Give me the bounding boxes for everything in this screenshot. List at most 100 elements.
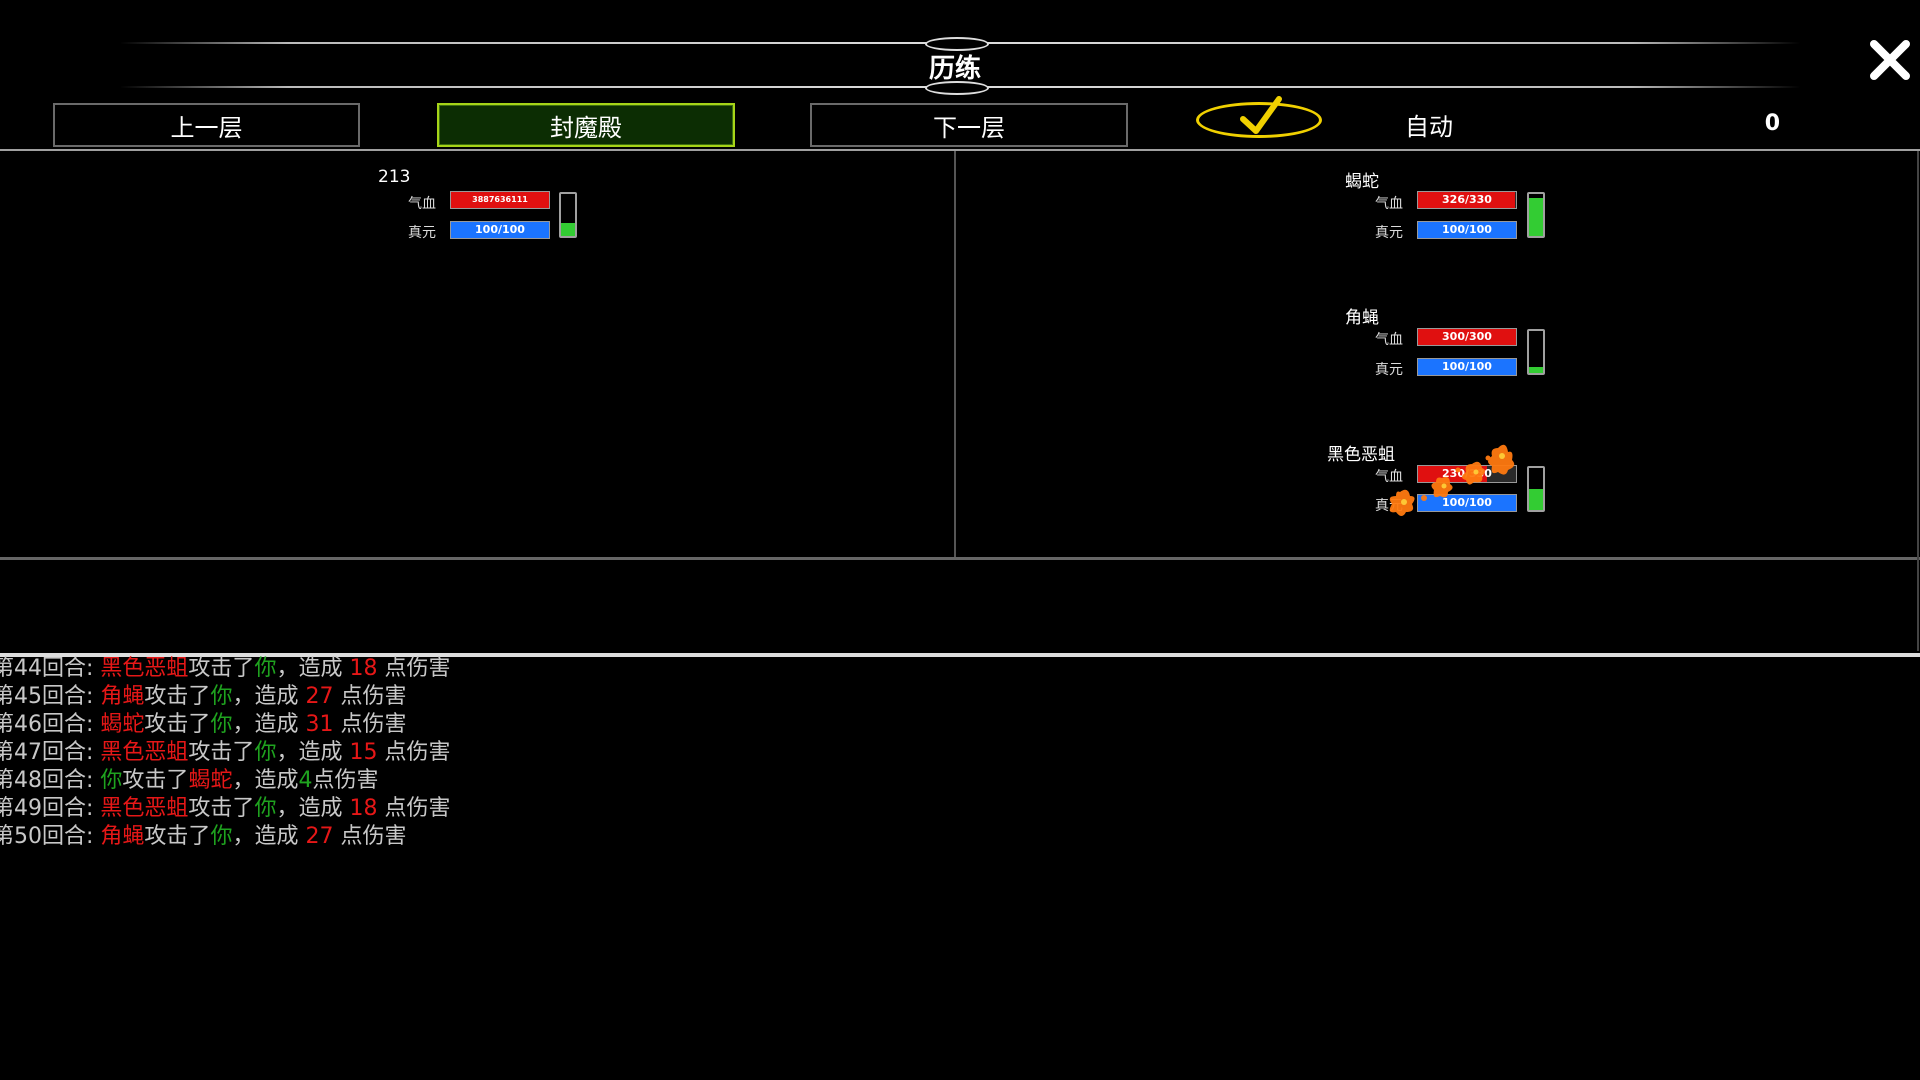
log-top-border (0, 653, 1920, 657)
fire-splash-effect (1389, 444, 1515, 516)
log-segment: 你 (210, 712, 233, 737)
log-segment: 第46回合: (0, 712, 101, 737)
enemy-action-gauge-fill (1529, 366, 1543, 373)
auto-toggle[interactable] (1196, 96, 1322, 138)
enemy-mp-text: 100/100 (1442, 223, 1492, 236)
enemy-mp-label: 真元 (1375, 362, 1403, 378)
log-segment: 15 (349, 740, 378, 765)
log-segment: 31 (305, 712, 334, 737)
log-segment: 27 (305, 824, 334, 849)
enemy-name: 黑色恶蛆 (1327, 445, 1395, 465)
turn-counter: 0 (1764, 111, 1780, 136)
log-segment: 点伤害 (377, 656, 451, 681)
enemy-mp-text: 100/100 (1442, 496, 1492, 509)
log-segment: 点伤害 (333, 824, 407, 849)
player-hp-bar: 3887636111 (450, 191, 550, 209)
log-segment: 第47回合: (0, 740, 101, 765)
page-title: 历练 (928, 54, 981, 84)
player-mp-fill (451, 222, 549, 238)
log-segment: ，造成 (276, 796, 350, 821)
battle-area-divider (954, 151, 956, 558)
log-segment: ，造成 (276, 656, 350, 681)
player-action-gauge (559, 192, 577, 238)
log-segment: 你 (254, 740, 277, 765)
enemy-hp-label: 气血 (1375, 196, 1403, 212)
log-segment: 4 (298, 768, 313, 793)
log-segment: 你 (100, 768, 123, 793)
log-line: 第50回合: 角蝇攻击了你，造成 27 点伤害 (0, 823, 1892, 851)
enemy-name: 蝎蛇 (1345, 172, 1379, 192)
player-name: 213 (378, 167, 411, 187)
battle-area-bottom-border (0, 557, 1920, 560)
next-floor-button[interactable]: 下一层 (810, 103, 1128, 147)
log-segment: 角蝇 (100, 824, 145, 849)
log-segment: 第44回合: (0, 656, 101, 681)
log-segment: 攻击了 (144, 712, 211, 737)
log-segment: 攻击了 (188, 796, 255, 821)
enemy-hp-fill (1418, 192, 1516, 208)
enemy-hp-text: 300/300 (1442, 330, 1492, 343)
log-segment: 黑色恶蛆 (100, 656, 189, 681)
enemy-action-gauge (1527, 192, 1545, 238)
log-segment: 第48回合: (0, 768, 101, 793)
log-segment: 你 (254, 796, 277, 821)
enemy-action-gauge-fill (1529, 198, 1543, 236)
log-segment: 攻击了 (122, 768, 189, 793)
log-segment: 黑色恶蛆 (100, 796, 189, 821)
log-segment: 攻击了 (144, 824, 211, 849)
log-segment: 蝎蛇 (188, 768, 233, 793)
log-segment: 第45回合: (0, 684, 101, 709)
log-segment: 黑色恶蛆 (100, 740, 189, 765)
enemy-mp-fill (1418, 222, 1516, 238)
enemy-mp-fill (1418, 495, 1516, 511)
log-segment: 第49回合: (0, 796, 101, 821)
player-mp-label: 真元 (408, 225, 436, 241)
enemy-mp-fill (1418, 359, 1516, 375)
player-hp-fill (451, 192, 549, 208)
battle-area-right-border (1917, 151, 1919, 651)
log-segment: 点伤害 (377, 740, 451, 765)
log-segment: ，造成 (232, 712, 306, 737)
log-segment: 18 (349, 796, 378, 821)
log-line: 第48回合: 你攻击了蝎蛇，造成4点伤害 (0, 767, 1892, 795)
log-segment: 点伤害 (377, 796, 451, 821)
prev-floor-button[interactable]: 上一层 (53, 103, 360, 147)
log-segment: 你 (254, 656, 277, 681)
battle-log[interactable]: 第44回合: 黑色恶蛆攻击了你，造成 18 点伤害第45回合: 角蝇攻击了你，造… (0, 655, 1892, 851)
enemy-name: 角蝇 (1345, 308, 1379, 328)
log-segment: ，造成 (232, 684, 306, 709)
log-segment: ，造成 (276, 740, 350, 765)
log-segment: 18 (349, 656, 378, 681)
enemy-hp-label: 气血 (1375, 469, 1403, 485)
location-button[interactable]: 封魔殿 (437, 103, 735, 147)
player-action-gauge-fill (561, 223, 575, 236)
log-segment: 攻击了 (188, 656, 255, 681)
enemy-mp-bar: 100/100 (1417, 494, 1517, 512)
player-hp-text: 3887636111 (472, 195, 528, 204)
enemy-mp-bar: 100/100 (1417, 358, 1517, 376)
checkmark-icon (1240, 96, 1282, 134)
log-segment: 攻击了 (144, 684, 211, 709)
close-icon[interactable] (1868, 38, 1912, 82)
log-line: 第49回合: 黑色恶蛆攻击了你，造成 18 点伤害 (0, 795, 1892, 823)
log-segment: 你 (210, 684, 233, 709)
enemy-hp-bar: 326/330 (1417, 191, 1517, 209)
enemy-hp-text: 326/330 (1442, 193, 1492, 206)
enemy-hp-bar: 300/300 (1417, 328, 1517, 346)
player-mp-text: 100/100 (475, 223, 525, 236)
player-mp-bar: 100/100 (450, 221, 550, 239)
enemy-action-gauge-fill (1529, 489, 1543, 510)
log-segment: 攻击了 (188, 740, 255, 765)
log-line: 第44回合: 黑色恶蛆攻击了你，造成 18 点伤害 (0, 655, 1892, 683)
log-segment: 27 (305, 684, 334, 709)
log-segment: ，造成 (232, 824, 306, 849)
log-line: 第47回合: 黑色恶蛆攻击了你，造成 15 点伤害 (0, 739, 1892, 767)
log-line: 第46回合: 蝎蛇攻击了你，造成 31 点伤害 (0, 711, 1892, 739)
auto-label: 自动 (1405, 113, 1453, 141)
log-line: 第45回合: 角蝇攻击了你，造成 27 点伤害 (0, 683, 1892, 711)
log-segment: 角蝇 (100, 684, 145, 709)
enemy-hp-fill (1418, 329, 1516, 345)
log-segment: 点伤害 (333, 712, 407, 737)
title-ornament-top (925, 37, 989, 51)
player-hp-label: 气血 (408, 196, 436, 212)
